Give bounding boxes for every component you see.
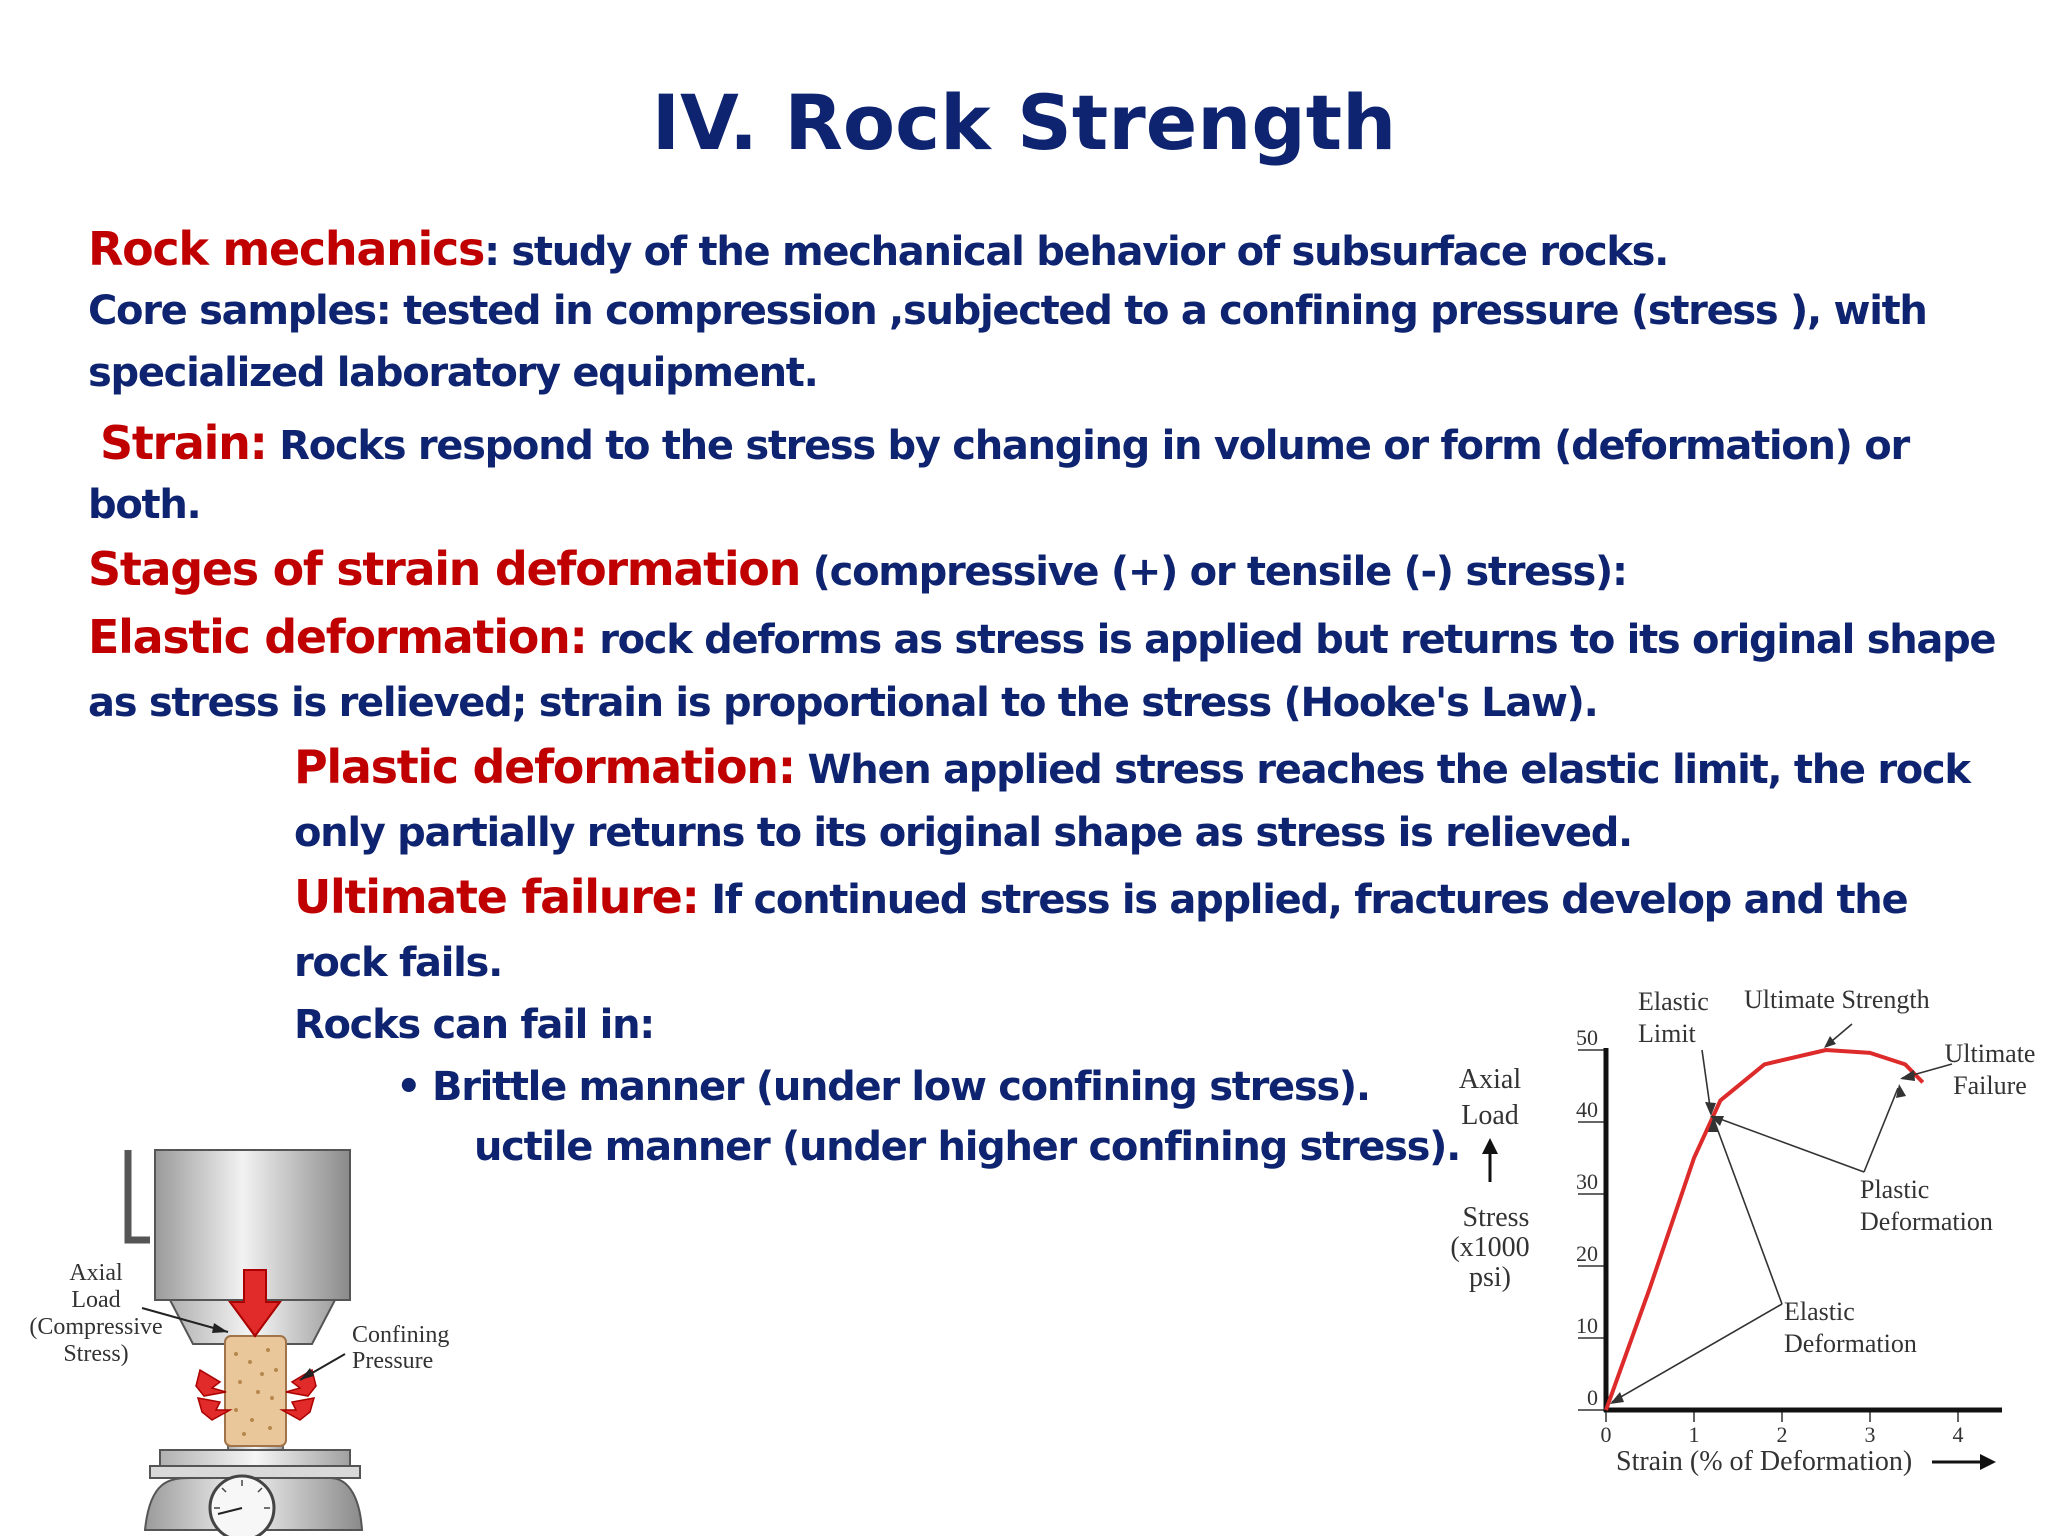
text-stages: (compressive (+) or tensile (-) stress): [800, 549, 1628, 595]
y-tick-label: 40 [1576, 1097, 1598, 1122]
text-plastic: When applied stress reaches the elastic … [794, 747, 1971, 793]
term-ultimate: Ultimate failure: [294, 870, 700, 924]
label-axial-load-1: Axial [69, 1260, 123, 1286]
x-tick-label: 3 [1865, 1422, 1876, 1447]
ylabel-x1000: (x1000 [1450, 1232, 1529, 1263]
line-ultimate-cont: rock fails. [294, 940, 503, 986]
press-bracket [124, 1150, 150, 1244]
line-stages: Stages of strain deformation (compressiv… [88, 542, 1628, 596]
text-strain: Rocks respond to the stress by changing … [266, 423, 1910, 469]
x-tick-label: 1 [1689, 1422, 1700, 1447]
stress-strain-curve [1604, 1048, 1925, 1411]
bullet-brittle-text: Brittle manner (under low confining stre… [432, 1064, 1371, 1110]
stress-strain-chart: Axial Load Stress (x1000 psi) 0102030405… [1450, 985, 2036, 1477]
y-tick-label: 30 [1576, 1169, 1598, 1194]
y-tick-label: 20 [1576, 1241, 1598, 1266]
annot-ultimate-strength: Ultimate Strength [1744, 985, 1930, 1014]
leader-elastic-def-1 [1713, 1119, 1783, 1305]
term-plastic: Plastic deformation: [294, 740, 796, 794]
label-axial-load-2: Load [71, 1287, 120, 1313]
label-confining-2: Pressure [352, 1348, 433, 1374]
confining-arrow-left-top [195, 1368, 227, 1397]
annot-elastic-limit-1: Elastic [1638, 987, 1709, 1016]
x-tick-label: 4 [1953, 1422, 1964, 1447]
text-elastic: rock deforms as stress is applied but re… [586, 617, 1996, 663]
bullet-brittle: •Brittle manner (under low confining str… [396, 1064, 1371, 1110]
xlabel-arrow-head [1980, 1454, 1996, 1470]
label-axial-load-4: Stress) [63, 1341, 128, 1367]
line-elastic: Elastic deformation: rock deforms as str… [88, 610, 1997, 664]
triaxial-apparatus-illustration: Axial Load (Compressive Stress) Confinin… [29, 1149, 449, 1536]
term-stages: Stages of strain deformation [88, 542, 801, 596]
x-tick-label: 2 [1777, 1422, 1788, 1447]
slide-title: IV. Rock Strength [651, 78, 1397, 167]
line-core-samples-cont: specialized laboratory equipment. [88, 350, 819, 396]
line-strain: Strain: Rocks respond to the stress by c… [100, 416, 1910, 470]
annot-elastic-def-2: Deformation [1784, 1329, 1917, 1358]
leader-plastic-2 [1863, 1087, 1899, 1173]
line-core-samples: Core samples: tested in compression ,sub… [88, 288, 1928, 334]
annot-ultimate-failure-2: Failure [1953, 1071, 2027, 1100]
x-tick-label: 0 [1601, 1422, 1612, 1447]
ylabel-psi: psi) [1469, 1262, 1511, 1293]
axial-arrow [228, 1269, 282, 1338]
line-plastic: Plastic deformation: When applied stress… [294, 740, 1971, 794]
confining-arrow-right [279, 1397, 316, 1421]
ylabel-load: Load [1461, 1100, 1519, 1131]
annot-elastic-def-1: Elastic [1784, 1297, 1855, 1326]
ylabel-axial: Axial [1459, 1064, 1521, 1095]
term-rock-mechanics: Rock mechanics [88, 222, 485, 276]
annot-elastic-limit-2: Limit [1638, 1019, 1697, 1048]
axis-ticks: 0 10 20 30 40 50 0 1 2 3 4 [1576, 1025, 1964, 1447]
ylabel-stress: Stress [1463, 1202, 1530, 1233]
line-elastic-cont: as stress is relieved; strain is proport… [88, 680, 1599, 726]
text-rock-mechanics: : study of the mechanical behavior of su… [484, 229, 1669, 275]
confining-arrow-left [196, 1397, 233, 1421]
y-tick-label: 0 [1587, 1385, 1598, 1410]
y-tick-label: 50 [1576, 1025, 1598, 1050]
bullet-dot: • [396, 1064, 422, 1110]
term-elastic: Elastic deformation: [88, 610, 588, 664]
annot-plastic-2: Deformation [1860, 1207, 1993, 1236]
line-strain-cont: both. [88, 482, 202, 528]
text-ultimate: If continued stress is applied, fracture… [698, 877, 1908, 923]
line-plastic-cont: only partially returns to its original s… [294, 810, 1633, 856]
line-ultimate: Ultimate failure: If continued stress is… [294, 870, 1909, 924]
bullet-ductile: uctile manner (under higher confining st… [474, 1124, 1461, 1170]
rock-core-sample [224, 1335, 287, 1447]
annot-plastic-1: Plastic [1860, 1175, 1929, 1204]
y-tick-label: 10 [1576, 1313, 1598, 1338]
ylabel-arrow-head [1482, 1138, 1498, 1154]
label-axial-load-3: (Compressive [29, 1314, 162, 1340]
term-strain: Strain: [100, 416, 268, 470]
annot-ultimate-failure-1: Ultimate [1945, 1039, 2036, 1068]
line-rock-mechanics: Rock mechanics: study of the mechanical … [88, 222, 1669, 276]
label-confining-1: Confining [352, 1322, 449, 1348]
leader-elastic-def-2 [1611, 1303, 1783, 1403]
line-fail-in: Rocks can fail in: [294, 1002, 655, 1048]
xlabel: Strain (% of Deformation) [1616, 1446, 1912, 1477]
leader-plastic-1 [1711, 1115, 1865, 1173]
